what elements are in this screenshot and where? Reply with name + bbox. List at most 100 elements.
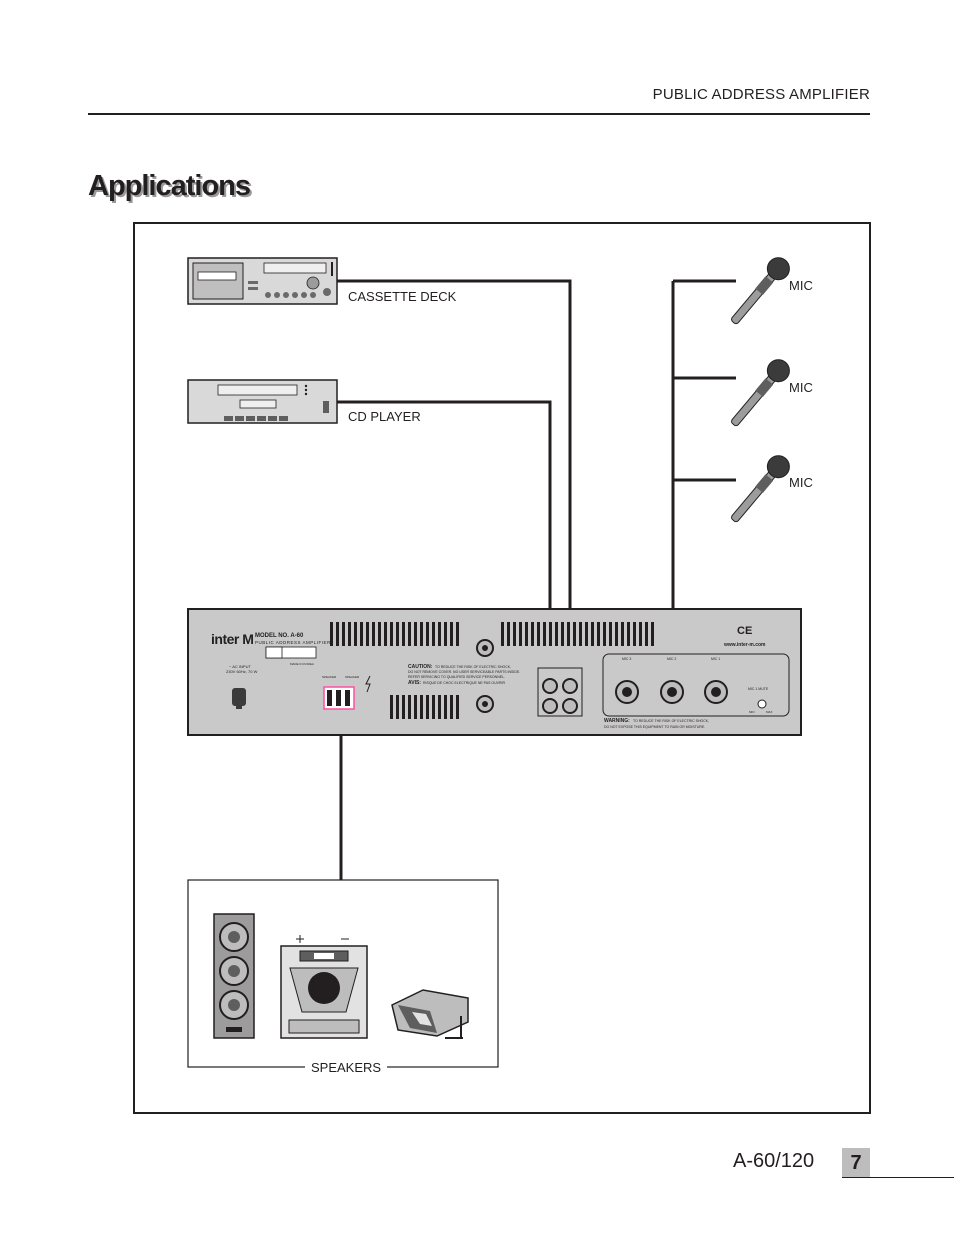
- mic-label: MIC: [789, 278, 813, 293]
- caution-title: CAUTION:: [408, 664, 433, 670]
- vent-slot: [507, 622, 510, 646]
- vent-slot: [342, 622, 345, 646]
- vent-slot: [450, 622, 453, 646]
- vent-slot: [627, 622, 630, 646]
- mic3-label: MIC 3: [622, 657, 632, 661]
- vent-slot: [537, 622, 540, 646]
- vent-slot: [372, 622, 375, 646]
- page-heading: Applications: [88, 170, 251, 202]
- vent-slot: [366, 622, 369, 646]
- amplifier-rear-panel: [187, 608, 802, 736]
- vent-slot: [579, 622, 582, 646]
- speakers-label: SPEAKERS: [305, 1060, 388, 1075]
- cd-player-label: CD PLAYER: [348, 409, 421, 424]
- vent-slot: [573, 622, 576, 646]
- mic2-label: MIC 2: [667, 657, 677, 661]
- vent-slot: [414, 695, 417, 719]
- header-rule: [88, 113, 870, 115]
- vent-slot: [456, 695, 459, 719]
- brand-logo: inter M: [211, 631, 254, 647]
- vent-slot: [645, 622, 648, 646]
- mic-label: MIC: [789, 380, 813, 395]
- vent-slot: [633, 622, 636, 646]
- vent-slot: [444, 622, 447, 646]
- vent-slot: [402, 695, 405, 719]
- speaker-terminal-label: SPEAKER: [345, 675, 360, 679]
- max-label: MAX: [766, 710, 773, 714]
- vent-slot: [585, 622, 588, 646]
- footer-model: A-60/120: [733, 1150, 815, 1172]
- mic1-label: MIC 1: [711, 657, 721, 661]
- vent-slot: [336, 622, 339, 646]
- vent-slot: [531, 622, 534, 646]
- vent-slot: [621, 622, 624, 646]
- vent-slot: [615, 622, 618, 646]
- vent-slot: [426, 695, 429, 719]
- vent-slot: [432, 695, 435, 719]
- avis-text: RISQUE DE CHOC ELECTRIQUE NE PAS OUVRIR: [423, 681, 506, 685]
- model-number: MODEL NO. A-60: [255, 633, 304, 639]
- vent-slot: [639, 622, 642, 646]
- vent-slot: [561, 622, 564, 646]
- microphone-icon: [731, 359, 790, 427]
- vent-slot: [609, 622, 612, 646]
- vent-slot: [390, 622, 393, 646]
- speaker-terminal-label: SPEAKER: [322, 675, 337, 679]
- ce-mark: CE: [737, 625, 753, 637]
- vent-slot: [513, 622, 516, 646]
- vent-slot: [378, 622, 381, 646]
- vent-slot: [519, 622, 522, 646]
- vent-slot: [501, 622, 504, 646]
- vent-slot: [543, 622, 546, 646]
- vent-slot: [384, 622, 387, 646]
- vent-slot: [591, 622, 594, 646]
- vent-slot: [555, 622, 558, 646]
- vent-slot: [444, 695, 447, 719]
- vent-slot: [330, 622, 333, 646]
- vent-slot: [420, 622, 423, 646]
- ac-input-label: ~ AC INPUT: [229, 664, 251, 669]
- vent-slot: [408, 695, 411, 719]
- mic-label: MIC: [789, 475, 813, 490]
- speakers-group: [187, 879, 499, 1068]
- vent-slot: [567, 622, 570, 646]
- vent-slot: [402, 622, 405, 646]
- avis-title: AVIS:: [408, 680, 421, 686]
- vent-slot: [603, 622, 606, 646]
- caution-text: DO NOT REMOVE COVER. NO USER SERVICEABLE…: [408, 670, 521, 674]
- vent-slot: [426, 622, 429, 646]
- vent-slot: [414, 622, 417, 646]
- vent-slot: [420, 695, 423, 719]
- warning-title: WARNING:: [604, 718, 630, 724]
- microphone-icon: [731, 455, 790, 523]
- vent-slot: [549, 622, 552, 646]
- vent-slot: [525, 622, 528, 646]
- min-label: MIN: [749, 710, 755, 714]
- vent-slot: [390, 695, 393, 719]
- vent-slot: [354, 622, 357, 646]
- vent-slot: [597, 622, 600, 646]
- caution-text: REFER SERVICING TO QUALIFIED SERVICE PER…: [408, 675, 505, 679]
- warning-text: DO NOT EXPOSE THIS EQUIPMENT TO RAIN OR …: [604, 725, 706, 729]
- ac-input-rating: 230V 60Hz, 70 W: [226, 669, 258, 674]
- vent-slot: [456, 622, 459, 646]
- footer-rule: [842, 1177, 954, 1178]
- cd-player-icon: [187, 379, 338, 424]
- vent-slot: [432, 622, 435, 646]
- vent-slot: [438, 695, 441, 719]
- vent-slot: [408, 622, 411, 646]
- vent-slot: [396, 695, 399, 719]
- cassette-deck-icon: [187, 257, 338, 305]
- amp-subtitle: PUBLIC ADDRESS AMPLIFIER: [255, 640, 331, 645]
- vent-slot: [450, 695, 453, 719]
- vent-slot: [651, 622, 654, 646]
- page-number: 7: [842, 1148, 870, 1178]
- vent-slot: [396, 622, 399, 646]
- caution-text: TO REDUCE THE RISK OF ELECTRIC SHOCK,: [435, 665, 512, 669]
- vent-slot: [348, 622, 351, 646]
- header-title: PUBLIC ADDRESS AMPLIFIER: [652, 86, 870, 103]
- website: www.inter-m.com: [724, 642, 766, 648]
- vent-slot: [360, 622, 363, 646]
- mute-label: MIC 1 MUTE: [748, 687, 769, 691]
